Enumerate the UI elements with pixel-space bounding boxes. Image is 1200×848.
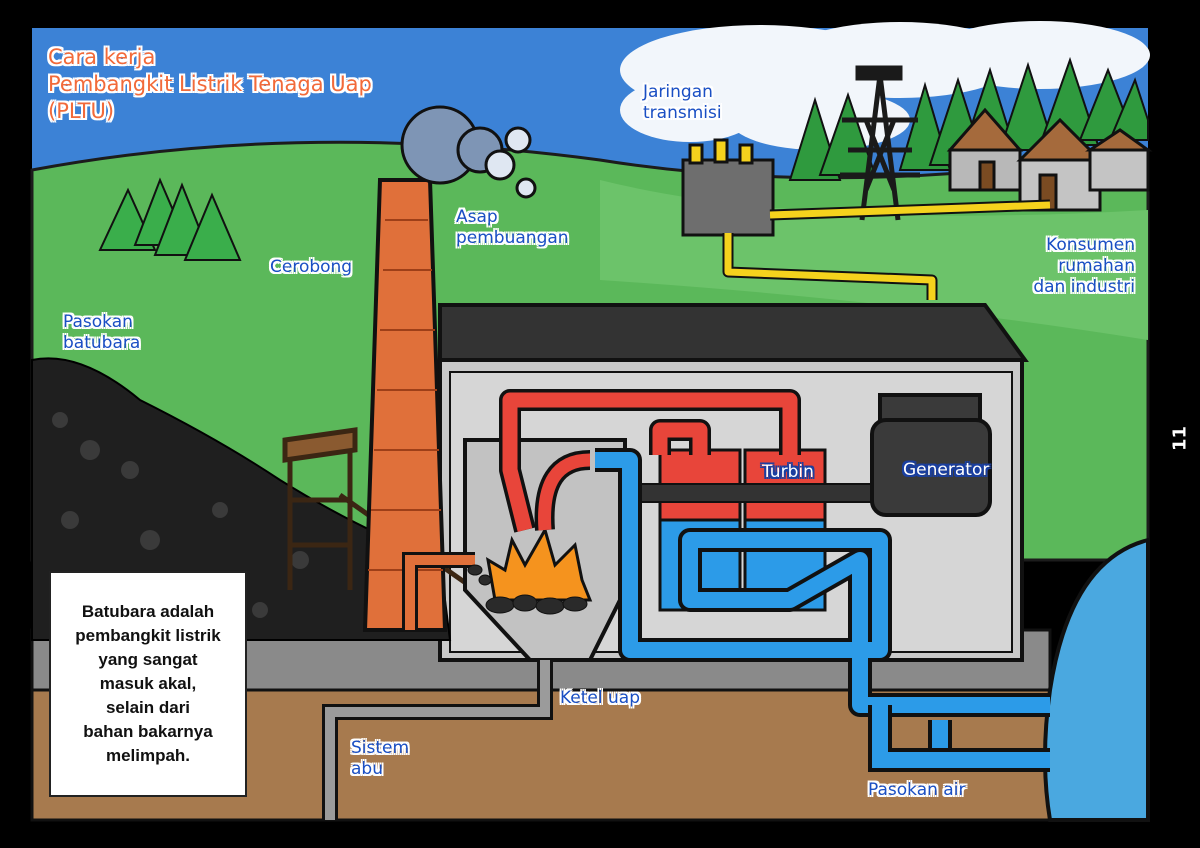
title-line-1: Cara kerja <box>48 45 156 69</box>
house-icon <box>946 107 1153 212</box>
label-pasokan-air: Pasokan air <box>868 780 966 800</box>
smoke-icon <box>400 105 537 199</box>
transformer-icon <box>681 138 775 237</box>
title-line-3: (PLTU) <box>48 99 115 123</box>
label-pasokan-batubara: Pasokan batubara <box>63 312 141 353</box>
diagram-title: Cara kerja Pembangkit Listrik Tenaga Uap… <box>48 44 372 125</box>
label-asap-pembuangan: Asap pembuangan <box>456 207 569 248</box>
title-line-2: Pembangkit Listrik Tenaga Uap <box>48 72 372 96</box>
tree-icon <box>98 177 242 261</box>
chimney <box>362 178 448 632</box>
transmission-tower-icon <box>840 65 920 221</box>
info-note: Batubara adalah pembangkit listrik yang … <box>49 571 247 797</box>
label-jaringan-transmisi: Jaringan transmisi <box>643 82 722 123</box>
page-number: 11 <box>1169 425 1191 452</box>
label-generator: Generator <box>903 460 990 480</box>
label-turbin: Turbin <box>762 462 814 482</box>
label-cerobong: Cerobong <box>270 257 353 277</box>
label-konsumen: Konsumen rumahan dan industri <box>1033 235 1135 297</box>
generator <box>870 393 992 517</box>
label-sistem-abu: Sistem abu <box>351 738 410 779</box>
lake <box>1043 537 1150 822</box>
label-ketel-uap: Ketel uap <box>560 688 640 708</box>
